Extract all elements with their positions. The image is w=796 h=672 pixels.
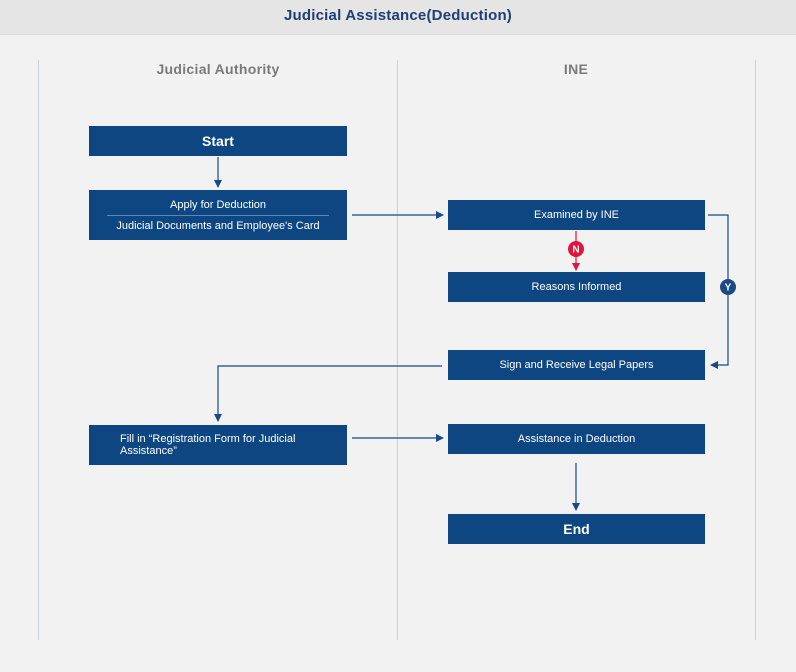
lane-title-ine: INE	[563, 61, 589, 77]
yes-branch-label: Y	[725, 283, 732, 294]
apply-for-deduction-node: Apply for Deduction Judicial Documents a…	[89, 190, 347, 240]
start-node: Start	[89, 126, 347, 156]
examined-by-ine-node: Examined by INE	[448, 200, 705, 230]
end-node: End	[448, 514, 705, 544]
no-branch-label: N	[572, 245, 579, 256]
lane-divider-right	[755, 60, 756, 640]
lane-divider-middle	[397, 60, 398, 640]
no-branch-badge	[568, 241, 584, 257]
arrow-sign-to-fill	[214, 365, 442, 422]
yes-branch-badge	[720, 279, 736, 295]
apply-node-divider	[107, 214, 329, 216]
page-title: Judicial Assistance(Deduction)	[284, 7, 512, 24]
lane-title-judicial-authority: Judicial Authority	[156, 61, 280, 77]
reasons-informed-node: Reasons Informed	[448, 272, 705, 302]
lane-divider-left	[38, 60, 39, 640]
header-bar	[0, 0, 796, 35]
sign-and-receive-node: Sign and Receive Legal Papers	[448, 350, 705, 380]
required-documents-label: Judicial Documents and Employee's Card	[116, 219, 320, 232]
fill-registration-form-node: Fill in “Registration Form for Judicial …	[89, 425, 347, 465]
assistance-in-deduction-node: Assistance in Deduction	[448, 424, 705, 454]
apply-for-deduction-label: Apply for Deduction	[170, 198, 266, 211]
